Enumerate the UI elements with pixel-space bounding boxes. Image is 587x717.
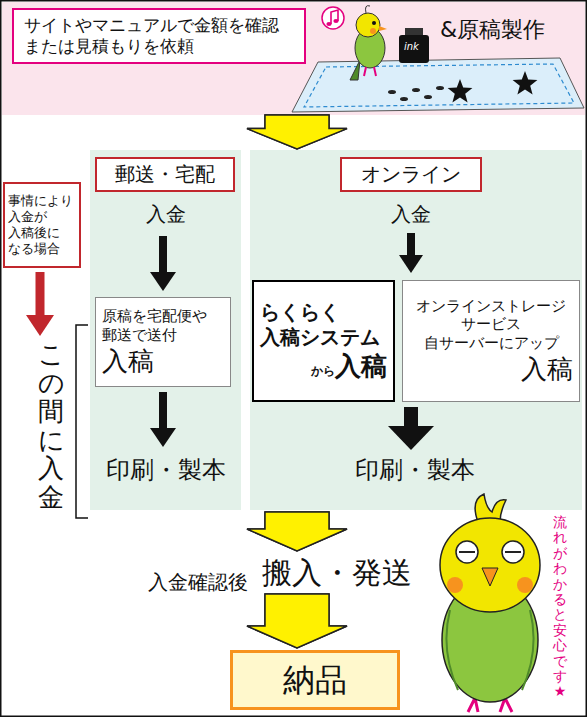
flow-panel: オンラインらくらく 入稿システムから入稿オンラインストレージ サービス 自サーバ… xyxy=(250,150,582,510)
bird-cheek xyxy=(447,577,463,593)
arrow-head xyxy=(388,426,434,450)
bird-cheek xyxy=(370,28,376,34)
arrow-shaft xyxy=(404,407,418,428)
node-text: から xyxy=(311,364,335,379)
node-text: 入稿 xyxy=(335,350,387,383)
text-row: 原稿を宅配便や 郵送で送付 xyxy=(102,307,224,345)
footprint xyxy=(388,90,396,94)
arrow-head xyxy=(150,272,176,291)
node-text: オンライン xyxy=(361,162,461,187)
small-bird xyxy=(350,6,387,80)
panel-ground xyxy=(250,150,582,510)
node-text: サイトやマニュアルで金額を確認 または見積もりを依頼 xyxy=(24,15,294,58)
bottle-label: ink xyxy=(404,41,419,53)
process-box: オンラインストレージ サービス 自サーバーにアップ入稿 xyxy=(402,280,580,402)
flow-arrow xyxy=(247,115,347,149)
footprint xyxy=(436,86,444,90)
bird-legs xyxy=(364,67,376,76)
vertical-note: この間に入金 xyxy=(38,340,64,512)
text-row: から入稿 xyxy=(260,350,387,383)
music-note xyxy=(326,22,331,26)
music-note xyxy=(333,19,338,23)
text-row: オンライン xyxy=(342,162,480,187)
node-text: 入稿 xyxy=(521,353,573,386)
footprint xyxy=(424,95,432,99)
node-text: オンラインストレージ サービス 自サーバーにアップ xyxy=(409,297,573,353)
text-row: 入稿 xyxy=(102,345,224,378)
text-row: らくらく 入稿システム xyxy=(260,300,387,350)
red-arrow-head xyxy=(26,315,54,336)
header-box: オンライン xyxy=(340,157,482,192)
mascot-bird xyxy=(440,494,540,712)
arrow-shaft xyxy=(159,392,167,430)
panel-ground xyxy=(90,150,241,510)
flow-panel: 郵送・宅配原稿を宅配便や 郵送で送付入稿 入金印刷・製本 xyxy=(90,150,241,510)
terminal-box: 納品 xyxy=(230,650,400,710)
node-text: 原稿を宅配便や 郵送で送付 xyxy=(102,307,214,345)
text-row: 入稿 xyxy=(409,353,573,386)
node-text: 入稿 xyxy=(102,345,154,378)
arrow-head xyxy=(150,428,176,447)
text-row: 郵送・宅配 xyxy=(97,162,233,187)
music-note xyxy=(331,10,338,24)
bird-crest xyxy=(366,6,371,13)
top-band: サイトやマニュアルで金額を確認 または見積もりを依頼&原稿製作 xyxy=(2,2,585,115)
bird-cheek xyxy=(517,577,533,593)
note-box: 事情により 入金が 入稿後に なる場合 xyxy=(3,182,81,268)
footprint xyxy=(412,88,420,92)
bird-beak xyxy=(482,568,498,586)
vertical-note: 流れがわかると安心です★ xyxy=(553,515,567,700)
bottle-cap xyxy=(405,28,423,36)
flow-arrow xyxy=(247,115,347,149)
arrow-shaft xyxy=(407,233,415,257)
node-text: 郵送・宅配 xyxy=(115,162,215,187)
bird-eye-line xyxy=(459,551,521,553)
node-text: 入金 xyxy=(361,202,461,227)
node-text: 事情により 入金が 入稿後に なる場合 xyxy=(8,193,76,258)
star-print xyxy=(513,71,538,95)
node-text: 印刷・製本 xyxy=(90,455,241,485)
star-print xyxy=(448,79,473,103)
paper-margin xyxy=(304,64,574,107)
flow-note: 入金確認後 xyxy=(148,570,248,594)
note-bubble xyxy=(322,7,344,29)
bird-head xyxy=(440,518,540,612)
panel-ground xyxy=(2,2,585,115)
node-text: 納品 xyxy=(283,660,347,700)
header-box: 郵送・宅配 xyxy=(95,157,235,192)
text-row: 納品 xyxy=(233,660,397,700)
ink-bottle xyxy=(399,35,429,63)
node-text: 入金 xyxy=(90,202,241,227)
process-box: らくらく 入稿システムから入稿 xyxy=(252,280,395,402)
process-box: 原稿を宅配便や 郵送で送付入稿 xyxy=(95,297,231,387)
instruction-box: サイトやマニュアルで金額を確認 または見積もりを依頼 xyxy=(12,8,306,64)
arrow-head xyxy=(399,255,423,273)
red-arrow-shaft xyxy=(36,272,45,318)
flow-step: 搬入・発送 xyxy=(262,555,412,591)
bird-eye xyxy=(372,21,376,25)
text-row: オンラインストレージ サービス 自サーバーにアップ xyxy=(409,297,573,353)
text-row: サイトやマニュアルで金額を確認 または見積もりを依頼 xyxy=(24,15,294,58)
bird-head xyxy=(356,13,380,37)
bracket xyxy=(76,325,88,518)
footprints xyxy=(388,86,444,101)
paper-sheet xyxy=(292,58,584,112)
node-text: らくらく 入稿システム xyxy=(260,300,387,350)
bird-wings xyxy=(446,610,533,690)
node-text: &原稿製作 xyxy=(440,16,580,44)
footprint xyxy=(400,97,408,101)
bird-tail xyxy=(350,60,360,80)
arrow-shaft xyxy=(159,236,167,274)
bird-beak xyxy=(379,26,387,31)
node-text: 印刷・製本 xyxy=(315,455,515,485)
text-row: 事情により 入金が 入稿後に なる場合 xyxy=(8,193,76,258)
